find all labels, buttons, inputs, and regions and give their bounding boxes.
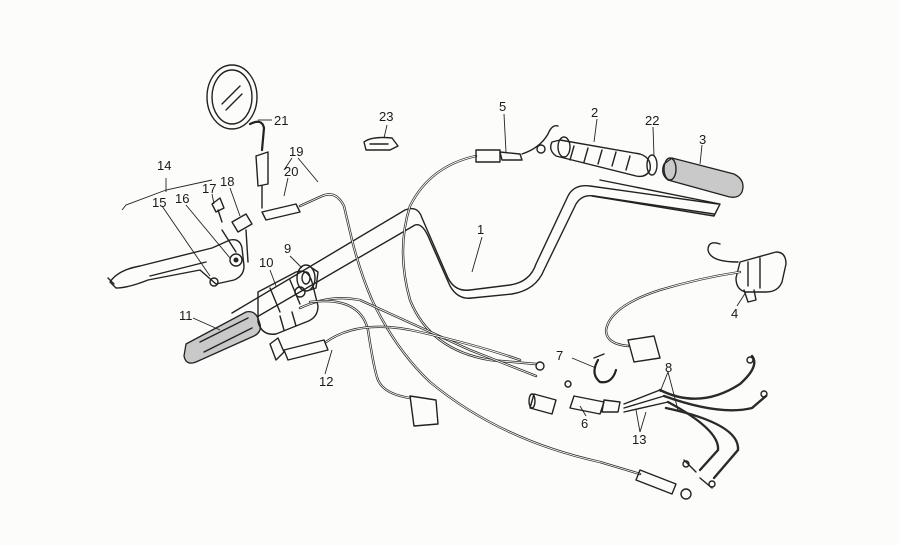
handlebar [231,179,721,329]
part-label-1: 1 [477,222,484,237]
part-label-6: 6 [581,416,588,431]
part-label-15: 15 [152,195,166,210]
leader-lines [121,113,747,433]
right-switch [604,242,787,363]
clamp-9 [296,264,319,292]
part-label-3: 3 [699,132,706,147]
part-label-10: 10 [259,255,273,270]
part-label-23: 23 [379,109,393,124]
part-label-19: 19 [289,144,303,159]
throttle-cables [298,124,572,388]
part-label-4: 4 [731,306,738,321]
part-label-17: 17 [202,181,216,196]
part-label-11: 11 [179,308,193,323]
part-label-20: 20 [284,164,298,179]
part-label-18: 18 [220,174,234,189]
part-label-5: 5 [499,99,506,114]
part-labels: 1 2 3 4 5 6 7 8 9 10 11 12 13 14 15 16 1… [152,99,738,447]
part-label-12: 12 [319,374,333,389]
part-label-7: 7 [556,348,563,363]
part-label-9: 9 [284,241,291,256]
junction-6 [528,393,621,415]
clutch-lever-assembly [107,197,253,289]
part-label-22: 22 [645,113,659,128]
part-label-13: 13 [632,432,646,447]
left-switch-wiring [308,299,439,427]
bracket-23 [363,136,399,151]
part-label-21: 21 [274,113,288,128]
cable-clip [593,353,618,384]
part-label-14: 14 [157,158,171,173]
part-label-2: 2 [591,105,598,120]
left-grip [183,310,262,364]
brake-cable-12 [269,325,522,362]
part-label-16: 16 [175,191,189,206]
splitter-cables [623,354,768,489]
mirror [206,64,269,209]
part-label-8: 8 [665,360,672,375]
throttle-grip [549,136,744,198]
